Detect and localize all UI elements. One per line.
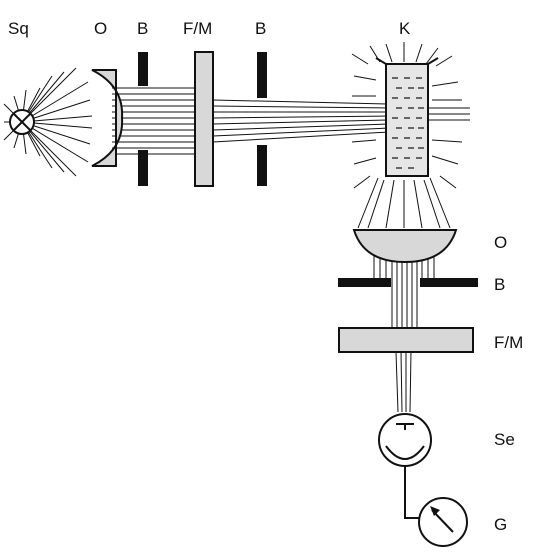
signal-wire <box>404 466 420 519</box>
label-aperture-left: B <box>137 19 148 38</box>
label-filter-top: F/M <box>183 19 212 38</box>
label-aperture-right: B <box>255 19 266 38</box>
horizontal-light-beam <box>112 87 470 155</box>
label-objective-top: O <box>94 19 107 38</box>
filter-monochromator-bottom <box>338 327 474 353</box>
aperture-bottom <box>338 278 478 287</box>
aperture-left <box>138 52 148 186</box>
label-cuvette: K <box>399 19 411 38</box>
vertical-light-beam <box>357 177 451 413</box>
label-photocell: Se <box>494 430 515 449</box>
aperture-right <box>257 52 267 186</box>
label-light-source: Sq <box>8 19 29 38</box>
filter-monochromator-top <box>194 51 214 187</box>
cuvette-glow-rays <box>351 42 463 189</box>
label-aperture-bottom: B <box>494 275 505 294</box>
photocell-icon <box>378 413 432 467</box>
label-objective-bottom: O <box>494 233 507 252</box>
objective-lens-top <box>91 69 124 167</box>
label-galvanometer: G <box>494 515 507 534</box>
sample-cuvette <box>375 57 439 177</box>
galvanometer-icon <box>418 497 468 547</box>
lamp-icon <box>9 109 35 135</box>
objective-lens-bottom <box>352 229 458 264</box>
label-filter-bottom: F/M <box>494 333 523 352</box>
